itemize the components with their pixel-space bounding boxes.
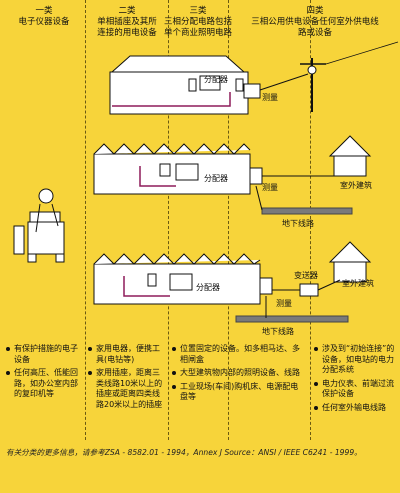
label-underground-line: 地下线路 <box>262 327 294 336</box>
label-outdoor-building: 室外建筑 <box>342 279 374 288</box>
label-distribution-box: 分配器 <box>204 75 228 84</box>
category-title: 连接的用电设备 <box>97 28 157 38</box>
distribution-box-icon <box>175 163 199 181</box>
category-1-list: 有保护措施的电子设备 任何高压、低能回路，如办公室内部的复印机等 <box>6 344 82 403</box>
distribution-box-icon <box>199 75 221 91</box>
category-title: 电子仪器设备 <box>18 17 70 27</box>
label-transformer: 变送器 <box>294 271 318 280</box>
category-label: 三类 <box>189 6 207 16</box>
category-title: 路或设备 <box>297 28 332 38</box>
category-label: 一类 <box>35 6 53 16</box>
column-divider <box>228 0 229 440</box>
outlet-icon <box>159 163 171 177</box>
header-category-2: 二类 单相插座及其所 连接的用电设备 <box>86 6 168 39</box>
footer-note: 有关分类的更多信息，请参考ZSA - 8582.01 - 1994，Annex … <box>6 448 362 457</box>
column-divider <box>310 0 311 440</box>
category-title: 单个商业照明电路 <box>163 28 232 38</box>
category-2-list: 家用电器，便携工具(电钻等) 家用插座，距离三类线路10米以上的插座或距离四类线… <box>88 344 166 413</box>
outlet-icon <box>188 78 197 92</box>
label-outdoor-building: 室外建筑 <box>340 181 372 190</box>
list-item: 大型建筑物内部的照明设备、线路 <box>172 368 304 379</box>
building-middle <box>93 135 372 215</box>
list-item: 工业现场(车间)购机床、电源配电盘等 <box>172 382 304 403</box>
category-title: 三相公用供电设备任何室外供电线 <box>251 17 379 27</box>
list-item: 位置固定的设备。如多相马达、多相闸盒 <box>172 344 304 365</box>
category-label: 四类 <box>306 6 324 16</box>
header-category-4: 四类 三相公用供电设备任何室外供电线 路或设备 <box>232 6 398 39</box>
list-item: 涉及到“初始连接”的设备，如电站的电力分配系统 <box>314 344 396 376</box>
category-title: 单相插座及其所 <box>97 17 157 27</box>
label-meter: 测量 <box>262 93 278 102</box>
label-distribution-box: 分配器 <box>204 174 228 183</box>
label-underground-line: 地下线路 <box>282 219 314 228</box>
list-item: 电力仪表、前端过流保护设备 <box>314 379 396 400</box>
list-item: 家用电器，便携工具(电钻等) <box>88 344 166 365</box>
label-distribution-box: 分配器 <box>196 283 220 292</box>
distribution-box-icon <box>169 273 193 291</box>
label-meter: 测量 <box>262 183 278 192</box>
technician-with-copier-icon <box>13 188 65 263</box>
label-meter: 测量 <box>276 299 292 308</box>
outlet-icon <box>147 273 157 287</box>
wiring-illustration <box>13 41 399 323</box>
category-label: 二类 <box>118 6 136 16</box>
building-top <box>109 41 399 115</box>
list-item: 任何高压、低能回路，如办公室内部的复印机等 <box>6 368 82 400</box>
list-item: 任何室外输电线路 <box>314 403 396 414</box>
outlet-icon <box>235 78 244 92</box>
transformer-icon <box>299 283 319 297</box>
header-category-1: 一类 电子仪器设备 <box>4 6 84 28</box>
category-title: 三相分配电路包括 <box>163 17 232 27</box>
category-3-list: 位置固定的设备。如多相马达、多相闸盒 大型建筑物内部的照明设备、线路 工业现场(… <box>172 344 304 406</box>
column-divider <box>168 0 169 440</box>
category-4-list: 涉及到“初始连接”的设备，如电站的电力分配系统 电力仪表、前端过流保护设备 任何… <box>314 344 396 416</box>
building-bottom <box>93 241 372 323</box>
list-item: 家用插座，距离三类线路10米以上的插座或距离四类线路20米以上的插座 <box>88 368 166 410</box>
column-divider <box>85 0 86 440</box>
list-item: 有保护措施的电子设备 <box>6 344 82 365</box>
header-category-3: 三类 三相分配电路包括 单个商业照明电路 <box>150 6 246 39</box>
